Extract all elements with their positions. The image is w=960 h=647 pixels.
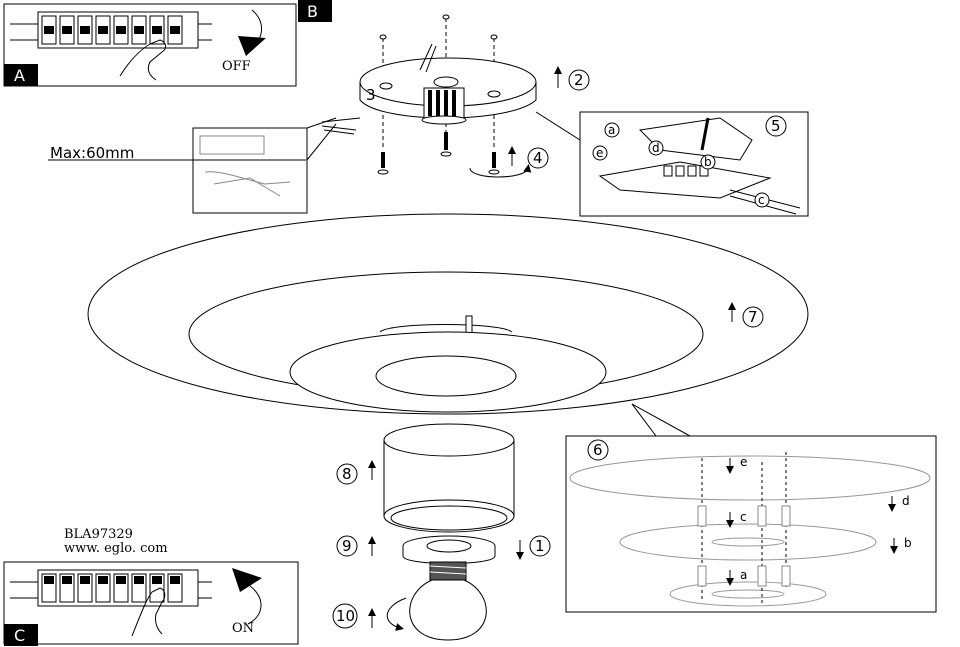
detail6-letter-e: e (740, 455, 747, 469)
max-cable-length-label: Max:60mm (50, 144, 134, 162)
product-code: BLA97329 (64, 527, 133, 542)
assembly-detail-6: 6 e c a d b (565, 403, 937, 613)
detail6-letter-a: a (740, 568, 747, 582)
rotate-arrow-icon (247, 585, 262, 625)
panel-letter-c: C (14, 626, 25, 645)
lamp-cylinder: 8 (336, 423, 515, 533)
wiring-letter-d: d (652, 141, 660, 155)
step-4-label: 4 (533, 149, 543, 167)
step-9-label: 9 (342, 537, 352, 555)
cable-length-detail: Max:60mm (48, 117, 361, 214)
screwdriver-icon (700, 117, 710, 151)
step-7-label: 7 (748, 308, 758, 326)
website: www. eglo. com (64, 541, 168, 556)
switch-state-on: ON (232, 621, 254, 636)
step-1-label: 1 (535, 537, 545, 555)
step-8-label: 8 (342, 465, 352, 483)
rotate-arrow-icon (469, 164, 532, 178)
socket-ring: 9 1 (336, 535, 551, 564)
lamp-shade: 7 (87, 213, 809, 415)
wiring-letter-b: b (704, 155, 712, 169)
panel-letter-a: A (14, 66, 25, 85)
ceiling-base-plate: 3 (359, 14, 537, 175)
panel-letter-b: B (307, 2, 318, 21)
step-3-label: 3 (366, 86, 376, 104)
arrow-head-icon (232, 568, 262, 592)
wiring-letter-a: a (608, 123, 615, 137)
panel-b-label: B (298, 0, 332, 22)
circuit-breaker-icon (10, 569, 212, 607)
step-10-label: 10 (336, 607, 355, 625)
step-4-marker: 4 (469, 146, 549, 178)
hand-icon (131, 587, 166, 637)
screw-icon (377, 132, 500, 175)
switch-state-off: OFF (222, 59, 251, 74)
wiring-detail-5: a e d b c 5 (535, 111, 809, 217)
rotate-arrow-icon (386, 597, 407, 631)
detail6-letter-d: d (902, 494, 910, 508)
detail6-letter-b: b (904, 536, 912, 550)
step-5-label: 5 (771, 117, 781, 135)
light-bulb-icon: 10 (332, 561, 487, 641)
hand-icon (119, 39, 167, 81)
step-2-label: 2 (574, 71, 584, 89)
lamp-socket-icon (421, 76, 467, 125)
arrow-head-icon (238, 36, 266, 56)
wiring-letter-e: e (596, 146, 603, 160)
panel-c-breaker-on: ON C (3, 561, 299, 646)
circuit-breaker-icon (10, 11, 212, 49)
step-2-marker: 2 (554, 66, 590, 91)
step-6-label: 6 (593, 441, 603, 459)
detail6-letter-c: c (740, 510, 747, 524)
wiring-letter-c: c (758, 193, 765, 207)
panel-a-breaker-off: OFF A (3, 3, 297, 87)
